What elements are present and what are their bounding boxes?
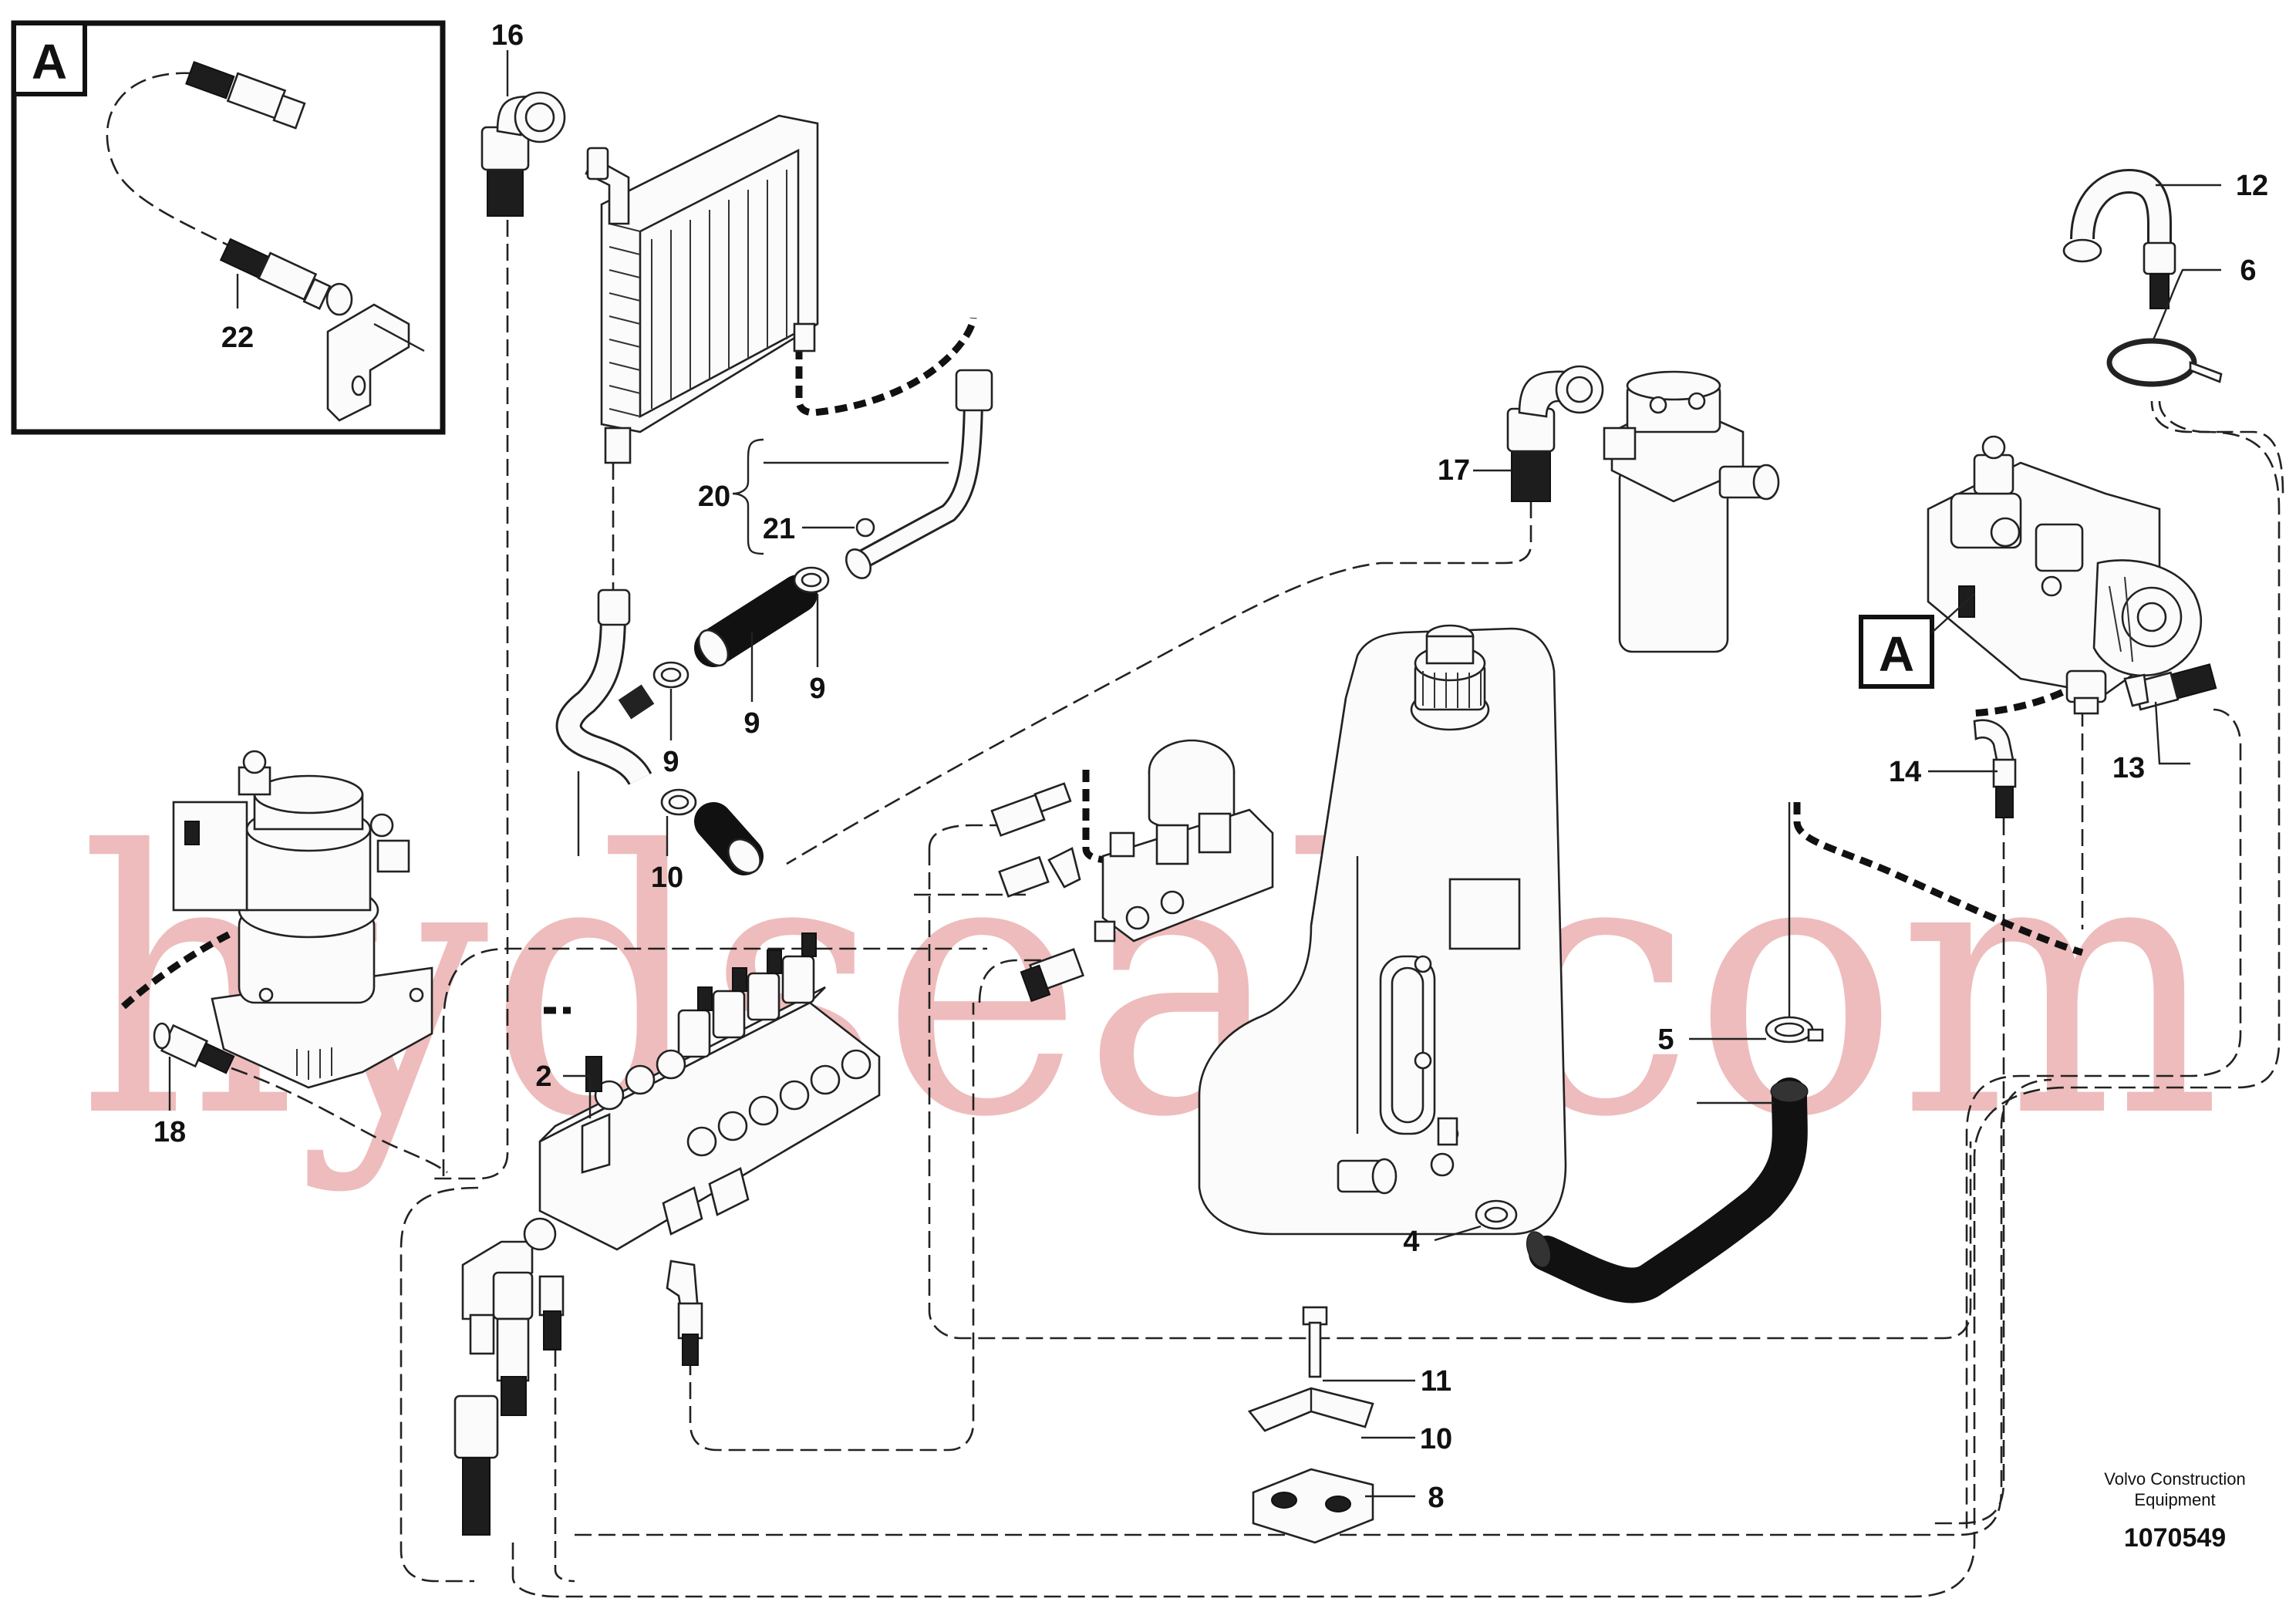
clamp-9-low — [660, 788, 697, 816]
callout-4: 4 — [1403, 1226, 1419, 1258]
callout-17: 17 — [1438, 454, 1470, 487]
pipe-bend-left — [555, 588, 655, 786]
return-filter — [1603, 370, 1780, 653]
bracket-20-21 — [732, 438, 949, 555]
callout-2: 2 — [535, 1061, 551, 1093]
swing-motor — [172, 750, 433, 1089]
callout-9-lower: 10 — [651, 862, 683, 894]
callout-11: 10 — [1420, 1423, 1452, 1455]
callout-10: 8 — [1428, 1482, 1444, 1514]
clamp-9-mid — [652, 661, 689, 689]
inset-letter: A — [32, 34, 67, 89]
publisher-line-2: Equipment — [2134, 1490, 2215, 1509]
view-marker-a: A — [1859, 593, 1975, 689]
callout-21: 21 — [763, 513, 795, 545]
fitting-18 — [153, 1022, 235, 1074]
suction-hose — [1526, 1077, 1809, 1303]
callout-18: 18 — [153, 1116, 186, 1148]
hydraulic-tank — [1198, 624, 1567, 1236]
callout-14: 13 — [2112, 752, 2145, 784]
publisher-line-1: Volvo Construction — [2104, 1469, 2245, 1489]
hydraulic-pump — [1927, 435, 2203, 715]
fitting-14 — [2123, 663, 2217, 711]
clamp-4 — [1475, 1199, 1518, 1230]
clamp-9-top — [793, 566, 830, 594]
detail-inset-a: A 22 — [11, 20, 446, 435]
control-valve — [538, 932, 881, 1251]
callout-13: 12 — [2236, 170, 2268, 202]
document-number: 1070549 — [2124, 1523, 2226, 1553]
hose-13 — [2062, 168, 2176, 309]
bolt-12 — [1302, 1306, 1328, 1378]
cable-tie-6 — [2106, 338, 2223, 387]
pilot-valve-accumulator — [1094, 739, 1274, 943]
callout-16: 16 — [491, 19, 524, 52]
callout-12: 11 — [1421, 1365, 1451, 1398]
fitting-15 — [1973, 719, 2017, 818]
callout-15: 14 — [1889, 756, 1921, 788]
clamp-block-10 — [1252, 1468, 1374, 1544]
hose-short — [694, 802, 764, 875]
inset-fitting-lower — [219, 238, 353, 316]
elbow-fitting-16 — [480, 91, 566, 217]
valve-fittings-bottom — [453, 1217, 703, 1536]
view-marker-letter: A — [1879, 626, 1914, 682]
bracket-11 — [1247, 1387, 1374, 1432]
pilot-fittings — [990, 782, 1085, 1003]
callout-5: 5 — [1657, 1023, 1674, 1056]
oil-cooler — [585, 114, 819, 464]
callout-8: 9 — [743, 707, 760, 740]
hose-8 — [694, 575, 818, 667]
publisher-block: Volvo Construction Equipment 1070549 — [2104, 1469, 2245, 1553]
hose-routing-lines — [231, 220, 2284, 1598]
elbow-fitting-17 — [1506, 365, 1604, 502]
callout-9-upper: 9 — [809, 673, 825, 705]
callout-20: 20 — [698, 481, 730, 513]
callout-22: 22 — [221, 322, 254, 354]
inset-bracket — [326, 303, 425, 422]
callout-9-middle: 9 — [663, 746, 679, 778]
tube-20 — [845, 369, 993, 579]
callout-6: 6 — [2240, 255, 2256, 287]
inset-fitting-upper — [185, 61, 306, 130]
